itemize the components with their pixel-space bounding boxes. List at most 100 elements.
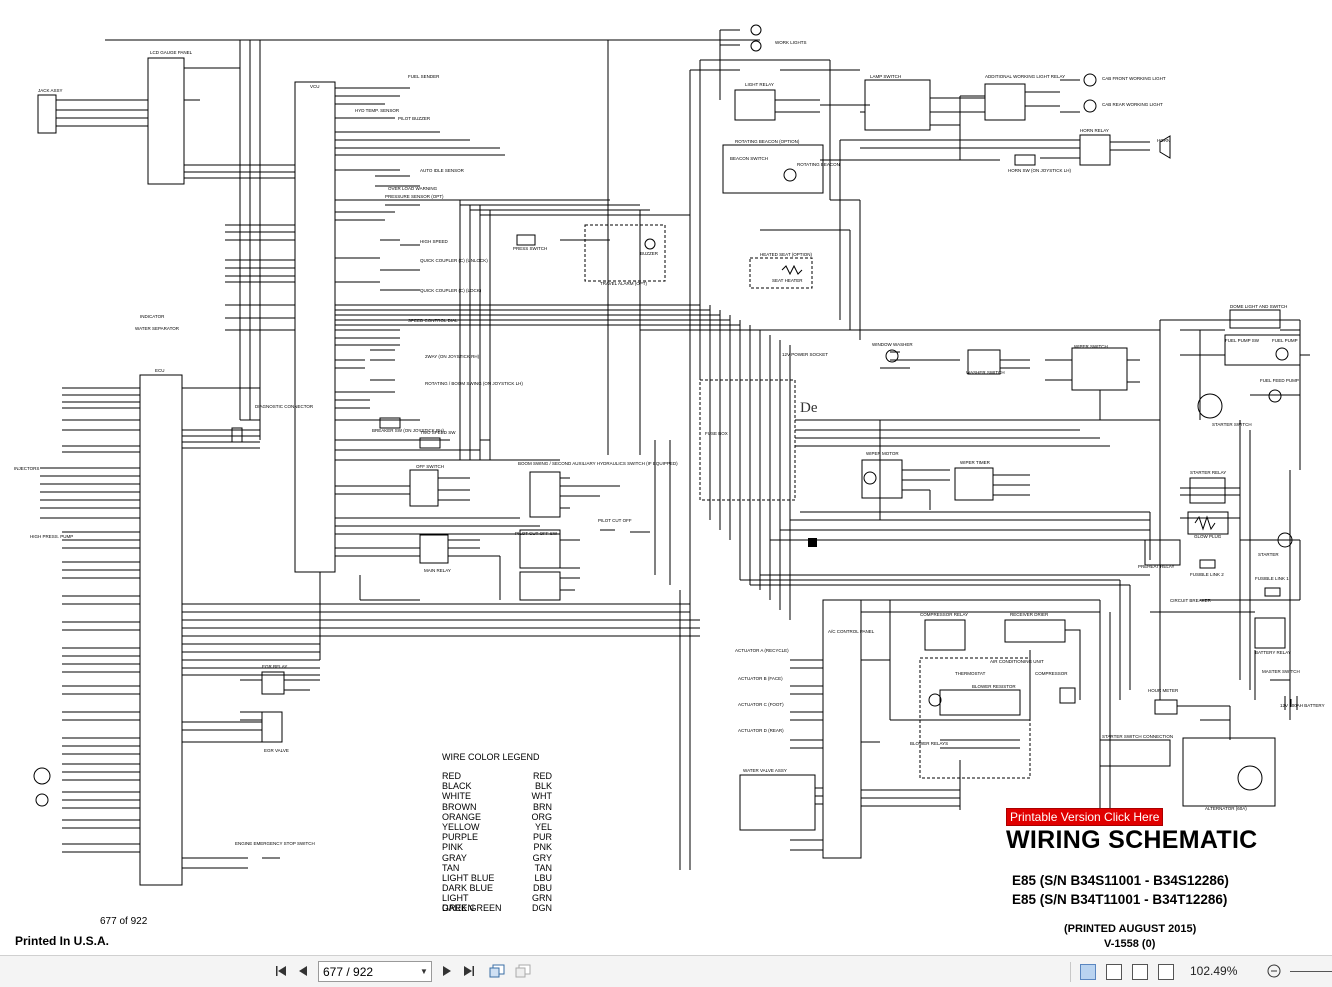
- label-heated-seat: HEATED SEAT (OPTION): [760, 252, 813, 257]
- legend-color-name: LIGHT BLUE: [442, 872, 495, 883]
- label-hyd-temp: HYD TEMP. SENSOR: [355, 108, 400, 113]
- label-breaker: BREAKER SW (ON JOYSTICK RH): [372, 428, 445, 433]
- label-egr-relay: EGR RELAY: [262, 664, 287, 669]
- vcu-box: [294, 81, 336, 573]
- legend-color-code: RED: [532, 771, 552, 781]
- label-off-switch: OFF SWITCH: [416, 464, 444, 469]
- legend-color-code: DGN: [532, 903, 552, 914]
- label-compressor-relay: COMPRESSOR RELAY: [920, 612, 968, 617]
- zoom-out-icon[interactable]: [1265, 962, 1283, 980]
- work-light-1: [750, 24, 762, 36]
- horn-sw-sym: [1014, 154, 1036, 166]
- page-number-input[interactable]: 677 / 922 ▼: [318, 961, 432, 982]
- printed-in: Printed In U.S.A.: [15, 934, 110, 948]
- label-preheat-relay: PREHEAT RELAY: [1138, 564, 1175, 569]
- work-light-2: [750, 40, 762, 52]
- zoom-level[interactable]: 102.49%: [1190, 964, 1238, 978]
- label-cab-front: CAB FRONT WORKING LIGHT: [1102, 76, 1166, 81]
- label-jack: JACK ASSY: [38, 88, 63, 93]
- legend-color-name: BROWN: [442, 801, 477, 812]
- glow-plug-box: [1187, 511, 1229, 535]
- page-number-value[interactable]: 677 / 922: [323, 964, 374, 979]
- label-seat-heater: SEAT HEATER: [772, 278, 803, 283]
- label-wiper-motor: WIPER MOTOR: [866, 451, 899, 456]
- label-rot-beacon: ROTATING BEACON (OPTION): [735, 139, 800, 144]
- wiper-motor-circle: [863, 471, 877, 485]
- twospeed-sym: [419, 437, 441, 449]
- label-actuator-a: ACTUATOR A (RECYCLE): [735, 648, 789, 653]
- wire-ac-area: [790, 629, 1081, 851]
- label-qc-unlock: QUICK COUPLER (C) (UNLOCK): [420, 258, 488, 263]
- cam-sensor: [33, 767, 51, 785]
- wiper-switch-box: [1071, 347, 1128, 391]
- water-valve-box: [739, 774, 816, 831]
- legend-color-code: GRY: [532, 852, 552, 863]
- label-rotating-boom: ROTATING / BOOM SWING (ON JOYSTICK LH): [425, 381, 523, 386]
- label-add-work-light: ADDITIONAL WORKING LIGHT RELAY: [985, 74, 1065, 79]
- alternator-circle: [1237, 765, 1263, 791]
- label-alternator: ALTERNATOR (60A): [1205, 806, 1247, 811]
- legend-color-code: PNK: [533, 842, 552, 853]
- wire-ecu-left: [40, 387, 140, 853]
- legend-color-code: BRN: [532, 801, 552, 812]
- legend-color-code: DBU: [532, 883, 552, 894]
- crank-sensor: [35, 793, 49, 807]
- printed-date: (PRINTED AUGUST 2015): [1064, 923, 1197, 935]
- label-starter-switch: STARTER SWITCH: [1212, 422, 1252, 427]
- egr-relay-box: [261, 671, 285, 695]
- facing-icon[interactable]: [1158, 964, 1174, 980]
- stray-text: De: [800, 400, 818, 416]
- legend-color-name: WHITE: [442, 791, 471, 802]
- first-page-icon[interactable]: [272, 962, 290, 980]
- jack-box: [37, 94, 57, 134]
- label-buzzer: BUZZER: [640, 251, 659, 256]
- two-page-icon[interactable]: [1106, 964, 1122, 980]
- wire-top-right: [719, 29, 1150, 160]
- starter-motor: [1277, 532, 1293, 548]
- cab-light-1: [1083, 73, 1097, 87]
- printable-version-link[interactable]: Printable Version Click Here: [1006, 808, 1164, 826]
- wire-ecu-right: [182, 387, 700, 869]
- battery-relay-box: [1254, 617, 1286, 649]
- zoom-slider[interactable]: [1290, 971, 1332, 972]
- next-page-icon[interactable]: [438, 962, 456, 980]
- legend-color-name: GRAY: [442, 852, 467, 863]
- travel-alarm-box: [584, 224, 666, 282]
- label-fuel-feed: FUEL FEED PUMP: [1260, 378, 1299, 383]
- diag-conn: [231, 427, 243, 443]
- beacon-box: [722, 144, 824, 194]
- label-dome-light: DOME LIGHT AND SWITCH: [1230, 304, 1287, 309]
- beacon-lamp: [783, 168, 797, 182]
- label-starter: STARTER: [1258, 552, 1279, 557]
- label-horn-relay: HORN RELAY: [1080, 128, 1109, 133]
- scroll-icon[interactable]: [1132, 964, 1148, 980]
- viewer-toolbar: 677 / 922 ▼ 102.49%: [0, 955, 1332, 987]
- label-master-switch: MASTER SWITCH: [1262, 669, 1300, 674]
- fit-width-icon[interactable]: [514, 962, 532, 980]
- horn-symbol: [1159, 135, 1171, 159]
- single-page-icon[interactable]: [1080, 964, 1096, 980]
- page-counter: 677 of 922: [100, 916, 148, 927]
- last-page-icon[interactable]: [460, 962, 478, 980]
- label-overload: OVER LOAD WARNING: [388, 186, 438, 191]
- legend-color-code: GRN: [532, 893, 552, 904]
- prev-page-icon[interactable]: [294, 962, 312, 980]
- light-relay-box: [734, 89, 776, 121]
- label-wiper-switch: WIPER SWITCH: [1074, 344, 1108, 349]
- label-travel-alarm: TRAVEL ALARM (OPT): [600, 281, 648, 286]
- label-wiper-timer: WIPER TIMER: [960, 460, 991, 465]
- label-starter-conn: STARTER SWITCH CONNECTION: [1102, 734, 1173, 739]
- egr-valve-box: [261, 711, 283, 743]
- wire-horizontals-mid: [335, 39, 1301, 810]
- label-high-press-pump: HIGH PRESS. PUMP: [30, 534, 73, 539]
- chevron-down-icon[interactable]: ▼: [420, 967, 428, 976]
- label-work-lights: WORK LIGHTS: [775, 40, 807, 45]
- fit-page-icon[interactable]: [488, 962, 506, 980]
- legend-color-name: PURPLE: [442, 832, 479, 843]
